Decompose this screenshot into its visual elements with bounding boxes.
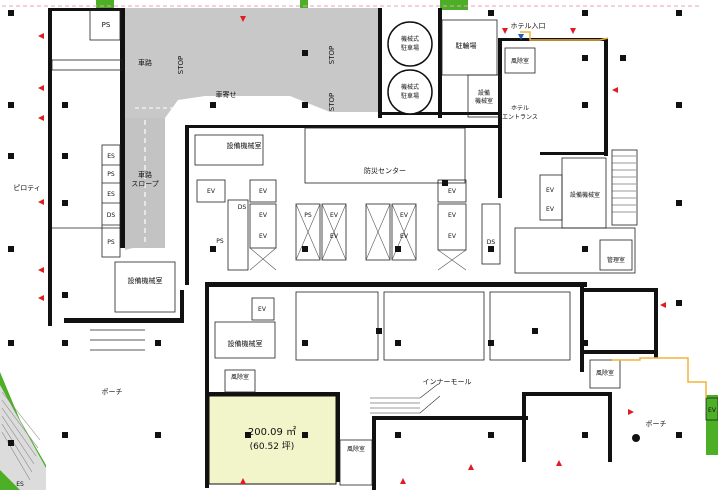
label-equipment-lower: 設備機械室 (228, 339, 263, 348)
label-mech-parking-2b: 駐車場 (401, 92, 419, 100)
label-equipment-center-top: 設備機械室 (227, 141, 262, 150)
label-car-drop-off: 車寄せ (216, 90, 237, 99)
label-stop-3: STOP (328, 93, 336, 111)
label-pilotis: ピロティ (13, 184, 41, 192)
columns (8, 10, 682, 446)
label-driveway-slope-b: スロープ (131, 180, 159, 188)
label-ev-4: EV (259, 233, 268, 240)
label-guard-room-3: 風除室 (596, 369, 614, 377)
label-equipment-small-a: 設備 (478, 89, 490, 97)
label-guard-room-2: 風除室 (347, 445, 365, 453)
label-stop-1: STOP (177, 56, 185, 74)
label-ev-14: EV (258, 306, 267, 313)
label-equipment-right: 設備機械室 (570, 191, 600, 199)
label-ev-right-edge: EV (708, 407, 717, 414)
tenant-area-m2: 200.09 ㎡ (248, 426, 296, 438)
label-equipment-small-b: 機械室 (475, 97, 493, 105)
label-es-2: ES (107, 191, 115, 198)
label-ev-10: EV (448, 212, 457, 219)
green-accent-top-3 (300, 0, 308, 8)
label-driveway: 車路 (138, 58, 152, 67)
mech-parking-2-turntable (387, 69, 433, 115)
walkway-stripes (1, 391, 41, 481)
label-ps-4: PS (304, 212, 312, 219)
label-ev-3: EV (259, 212, 268, 219)
label-es-small: ES (16, 481, 24, 488)
mech-parking-1-turntable (387, 21, 433, 67)
tenant-area-tsubo: (60.52 坪) (250, 441, 295, 452)
label-ev-12: EV (546, 187, 555, 194)
label-ev-11: EV (448, 233, 457, 240)
label-guard-room-1: 風除室 (231, 373, 249, 381)
label-ev-9: EV (448, 188, 457, 195)
exit-markers (38, 16, 666, 484)
label-management-room: 管理室 (607, 256, 625, 264)
label-driveway-slope-a: 車路 (138, 170, 152, 179)
label-disaster-center: 防災センター (364, 166, 406, 175)
green-accent-top-1 (96, 0, 114, 8)
label-ps-2: PS (107, 239, 115, 246)
label-ev-8: EV (400, 233, 409, 240)
green-accent-top-2 (440, 0, 468, 10)
right-route (612, 357, 707, 398)
hotel-entrance-marker (518, 34, 524, 40)
label-bicycle-parking: 駐輪場 (456, 41, 477, 50)
label-ds-3: DS (487, 239, 496, 246)
green-ramp-bottom-right (706, 395, 718, 455)
label-es-1: ES (107, 153, 115, 160)
label-hotel-entrance-b: エントランス (502, 114, 538, 121)
label-ev-7: EV (400, 212, 409, 219)
label-ev-1: EV (207, 188, 216, 195)
hotel-route (520, 31, 609, 41)
label-hotel-entrance-top: ホテル入口 (511, 22, 546, 30)
tenant-space (208, 395, 337, 485)
label-equipment-left: 設備機械室 (128, 276, 163, 285)
label-ps-top: PS (102, 21, 111, 29)
label-ps-3: PS (216, 238, 224, 245)
elevator-shafts (249, 203, 467, 271)
stair-hatching (370, 155, 636, 414)
label-porch-right: ポーチ (646, 420, 667, 428)
porch-marker (632, 434, 640, 442)
driveway-area (125, 8, 378, 250)
label-ps-1: PS (107, 171, 115, 178)
label-ev-13: EV (546, 206, 555, 213)
label-porch-left: ポーチ (102, 388, 123, 396)
interior-lines (51, 9, 718, 486)
label-ev-5: EV (330, 212, 339, 219)
label-ev-6: EV (330, 233, 339, 240)
label-ev-2: EV (259, 188, 268, 195)
label-mech-parking-1a: 機械式 (401, 35, 419, 43)
label-hotel-entrance-a: ホテル (511, 105, 529, 112)
label-guard-room-top: 風除室 (511, 57, 529, 65)
label-stop-2: STOP (328, 46, 336, 64)
label-mech-parking-2a: 機械式 (401, 83, 419, 91)
label-mech-parking-1b: 駐車場 (401, 44, 419, 52)
label-ds-2: DS (238, 204, 247, 211)
label-ds-1: DS (107, 212, 116, 219)
label-inner-mall: インナーモール (423, 378, 472, 386)
